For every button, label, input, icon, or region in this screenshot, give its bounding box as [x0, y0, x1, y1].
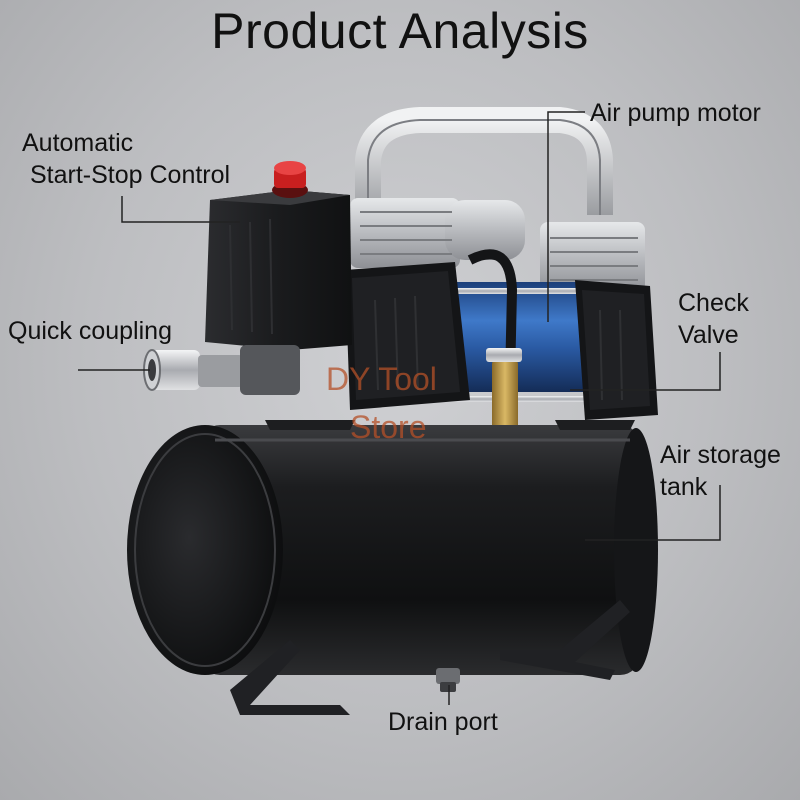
leader-lines — [78, 111, 721, 705]
air-storage-tank — [127, 425, 658, 675]
pressure-switch-box — [205, 161, 352, 350]
page-title: Product Analysis — [211, 3, 589, 59]
label-drain-port: Drain port — [388, 708, 498, 736]
tank-brackets — [230, 420, 635, 715]
label-air-storage-line1: Air storage — [660, 441, 781, 469]
cylinder-heads — [350, 198, 645, 292]
watermark-line2: Store — [350, 409, 427, 445]
motor-end-caps — [345, 262, 658, 420]
label-air-pump-motor: Air pump motor — [590, 99, 761, 127]
label-air-storage-line2: tank — [660, 473, 708, 501]
label-quick-coupling: Quick coupling — [8, 317, 172, 345]
drain-port — [436, 668, 460, 692]
label-automatic-line1: Automatic — [22, 129, 134, 157]
quick-coupling — [143, 345, 300, 395]
label-automatic-line2: Start-Stop Control — [30, 161, 231, 189]
carry-handle — [355, 107, 613, 215]
watermark-line1: DY Tool — [326, 361, 437, 397]
label-check-line1: Check — [678, 289, 749, 317]
label-check-line2: Valve — [678, 321, 739, 349]
